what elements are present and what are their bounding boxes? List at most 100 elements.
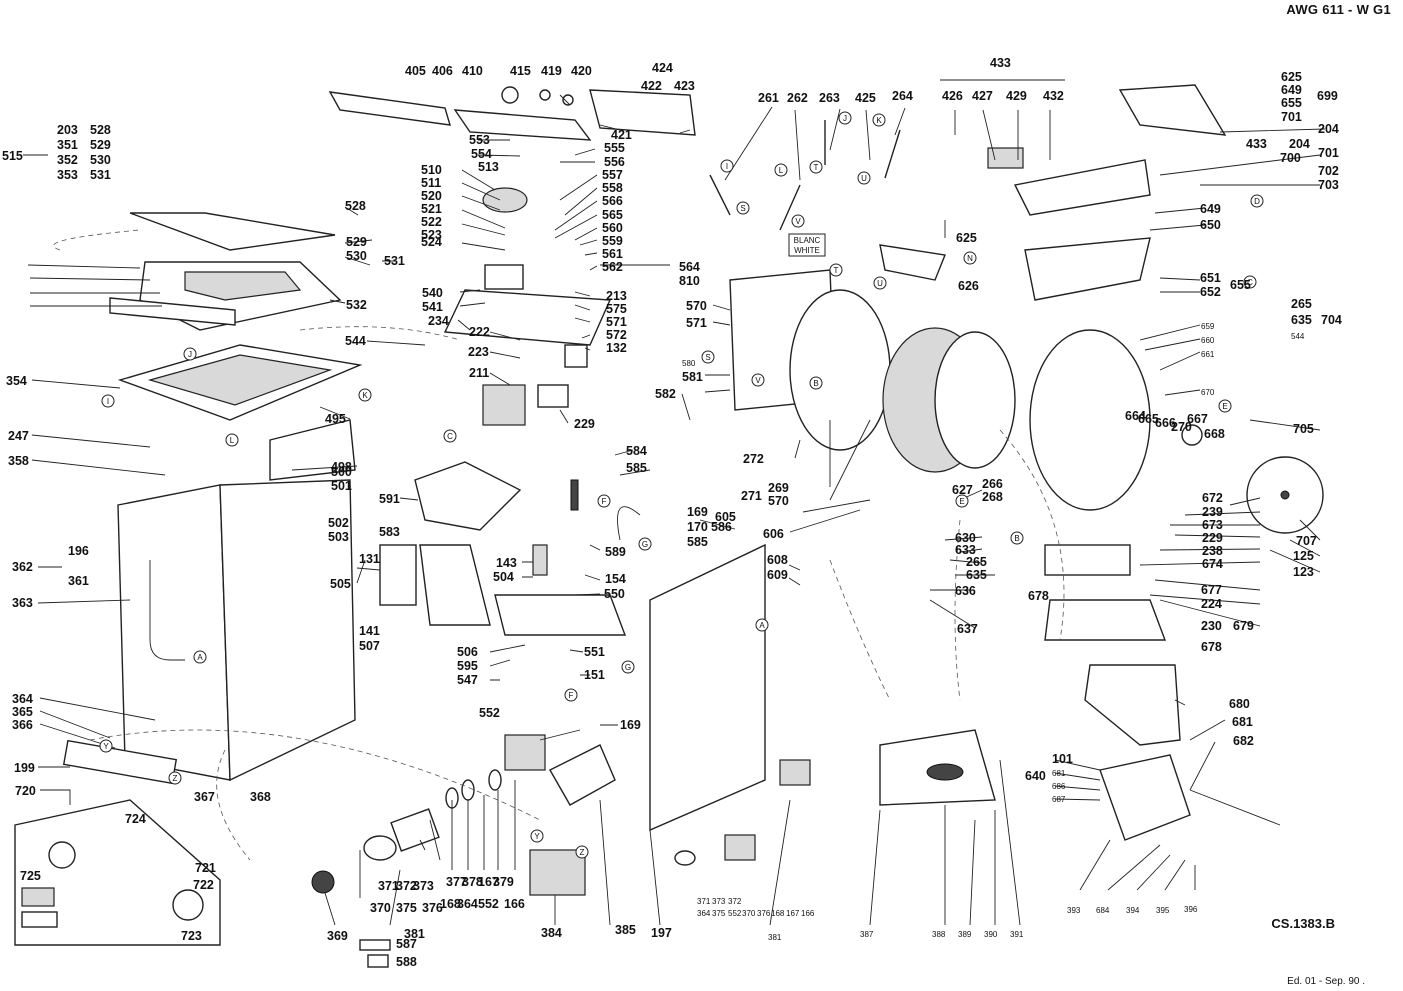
part-label-555: 555 bbox=[604, 141, 625, 155]
shaft-682 bbox=[1189, 789, 1281, 826]
drum-face bbox=[934, 331, 1016, 469]
svg-text:U: U bbox=[877, 279, 883, 288]
cabinet-back-panel bbox=[219, 479, 356, 782]
part-label-704: 704 bbox=[1321, 313, 1342, 327]
ref-a: A bbox=[193, 650, 207, 664]
ref-e: E bbox=[955, 494, 969, 508]
part-label-204: 204 bbox=[1318, 122, 1339, 136]
part-label-565: 565 bbox=[602, 208, 623, 222]
part-label-247: 247 bbox=[8, 429, 29, 443]
part-label-364: 364 bbox=[697, 909, 711, 918]
part-label-679: 679 bbox=[1233, 619, 1254, 633]
part-label-547: 547 bbox=[457, 673, 478, 687]
part-label-169: 169 bbox=[620, 718, 641, 732]
part-label-270: 270 bbox=[1171, 420, 1192, 434]
part-label-649: 649 bbox=[1281, 83, 1302, 97]
part-label-625: 625 bbox=[1281, 70, 1302, 84]
part-label-372: 372 bbox=[728, 897, 742, 906]
part-label-354: 354 bbox=[6, 374, 27, 388]
svg-text:Z: Z bbox=[580, 848, 585, 857]
ref-i-2: I bbox=[720, 159, 734, 173]
front-strip bbox=[109, 297, 236, 326]
part-label-123: 123 bbox=[1293, 565, 1314, 579]
part-label-562: 562 bbox=[602, 260, 623, 274]
shock-261 bbox=[709, 174, 731, 216]
part-label-506: 506 bbox=[457, 645, 478, 659]
part-label-659: 659 bbox=[1201, 322, 1215, 331]
svg-text:Z: Z bbox=[173, 774, 178, 783]
part-label-234: 234 bbox=[428, 314, 449, 328]
part-label-544: 544 bbox=[345, 334, 366, 348]
svg-text:B: B bbox=[1014, 534, 1019, 543]
part-label-373: 373 bbox=[413, 879, 434, 893]
part-label-701: 701 bbox=[1318, 146, 1339, 160]
part-label-699: 699 bbox=[1317, 89, 1338, 103]
part-label-498: 498 bbox=[331, 460, 352, 474]
part-label-230: 230 bbox=[1201, 619, 1222, 633]
part-label-168: 168 bbox=[771, 909, 785, 918]
dispenser-drawer bbox=[1013, 159, 1151, 216]
part-label-141: 141 bbox=[359, 624, 380, 638]
part-label-702: 702 bbox=[1318, 164, 1339, 178]
svg-text:J: J bbox=[188, 350, 192, 359]
part-label-635: 635 bbox=[1291, 313, 1312, 327]
part-label-376: 376 bbox=[422, 901, 443, 915]
part-label-199: 199 bbox=[14, 761, 35, 775]
part-label-371: 371 bbox=[378, 879, 399, 893]
part-label-213: 213 bbox=[606, 289, 627, 303]
ref-u-2: U bbox=[873, 276, 887, 290]
svg-text:I: I bbox=[107, 397, 109, 406]
part-label-529: 529 bbox=[90, 138, 111, 152]
programmer-plate bbox=[443, 289, 612, 346]
part-label-722: 722 bbox=[193, 878, 214, 892]
part-label-571: 571 bbox=[606, 315, 627, 329]
part-label-649: 649 bbox=[1200, 202, 1221, 216]
ref-e-2: E bbox=[1218, 399, 1232, 413]
part-label-379: 379 bbox=[493, 875, 514, 889]
part-label-170: 170 bbox=[687, 520, 708, 534]
part-label-424: 424 bbox=[652, 61, 673, 75]
ref-l-2: L bbox=[774, 163, 788, 177]
dispenser-699 bbox=[1118, 84, 1227, 136]
pulley-hub bbox=[1280, 490, 1290, 500]
part-label-673: 673 bbox=[1202, 518, 1223, 532]
svg-text:T: T bbox=[834, 266, 839, 275]
tub-arm bbox=[879, 244, 946, 281]
svg-text:J: J bbox=[843, 114, 847, 123]
part-label-222: 222 bbox=[469, 325, 490, 339]
part-label-557: 557 bbox=[602, 168, 623, 182]
dispenser-box-429 bbox=[987, 147, 1024, 169]
svg-text:Y: Y bbox=[534, 832, 540, 841]
panel-window bbox=[589, 89, 696, 136]
part-label-405: 405 bbox=[405, 64, 426, 78]
part-label-272: 272 bbox=[743, 452, 764, 466]
ref-z-2: Z bbox=[575, 845, 589, 859]
part-label-268: 268 bbox=[982, 490, 1003, 504]
shock-262 bbox=[779, 184, 801, 231]
part-label-635: 635 bbox=[966, 568, 987, 582]
svg-text:Y: Y bbox=[103, 742, 109, 751]
part-label-263: 263 bbox=[819, 91, 840, 105]
part-label-560: 560 bbox=[602, 221, 623, 235]
knob-419 bbox=[539, 89, 551, 101]
part-label-561: 561 bbox=[602, 247, 623, 261]
part-label-391: 391 bbox=[1010, 930, 1024, 939]
part-label-529: 529 bbox=[346, 235, 367, 249]
part-label-554: 554 bbox=[471, 147, 492, 161]
part-label-531: 531 bbox=[384, 254, 405, 268]
part-label-262: 262 bbox=[787, 91, 808, 105]
top-lid bbox=[129, 212, 336, 251]
part-label-627: 627 bbox=[952, 483, 973, 497]
part-label-167: 167 bbox=[478, 875, 499, 889]
color-tag: BLANC WHITE bbox=[788, 233, 826, 257]
leader-lines bbox=[23, 79, 1326, 926]
part-label-559: 559 bbox=[602, 234, 623, 248]
part-label-652: 652 bbox=[1200, 285, 1221, 299]
ref-f: F bbox=[597, 494, 611, 508]
svg-text:E: E bbox=[1222, 402, 1227, 411]
part-label-167: 167 bbox=[786, 909, 800, 918]
part-label-505: 505 bbox=[330, 577, 351, 591]
part-label-810: 810 bbox=[679, 274, 700, 288]
filter-381b bbox=[363, 835, 397, 861]
